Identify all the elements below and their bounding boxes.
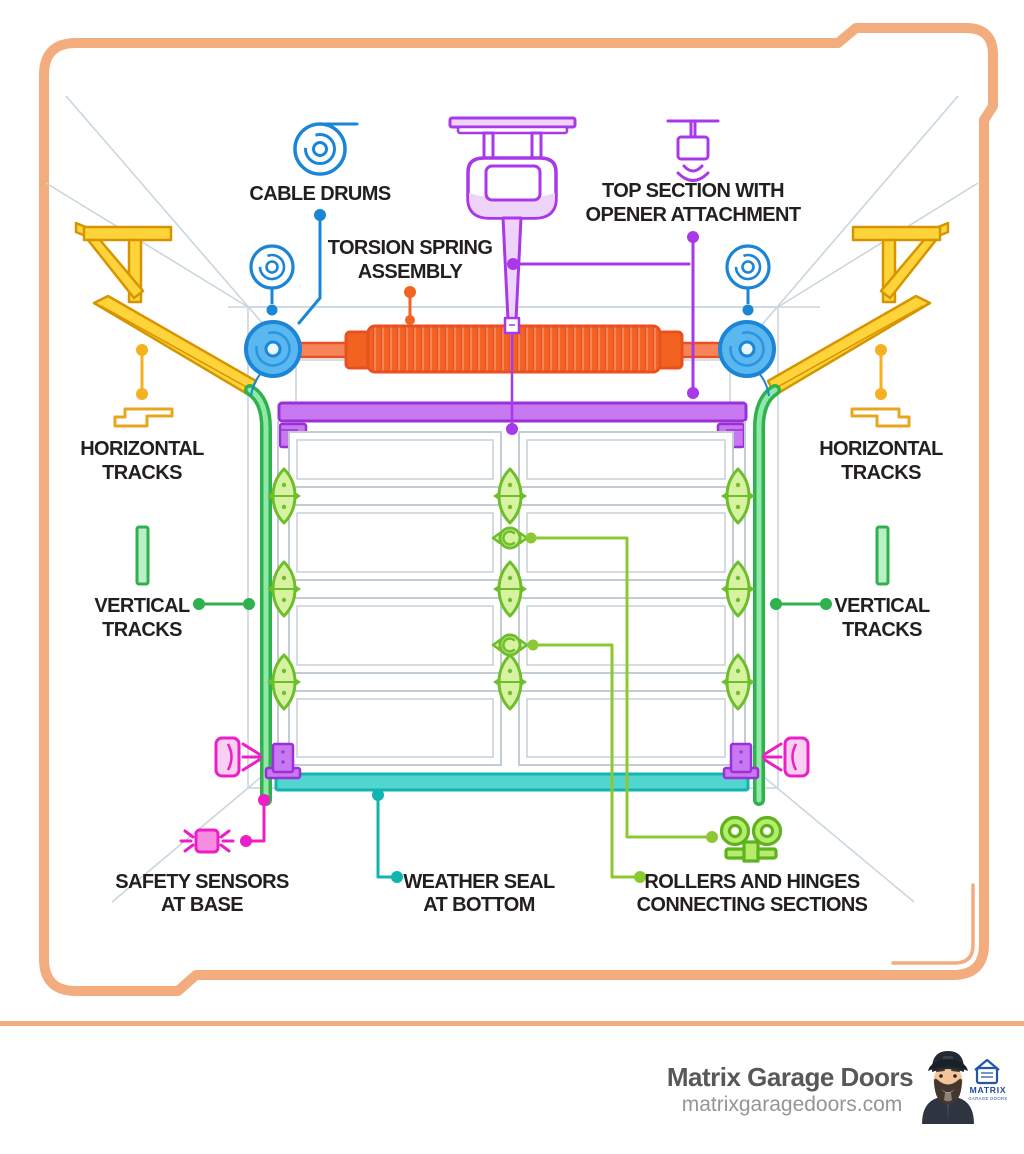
label-horizontal-tracks-right-1: HORIZONTAL [819, 438, 943, 460]
vertical-track-left [244, 384, 272, 806]
leader-lines [136, 209, 887, 883]
small-drum-icon-left [249, 244, 295, 316]
label-safety-sensors-1: SAFETY SENSORS [115, 871, 289, 893]
label-weather-seal-2: AT BOTTOM [423, 894, 535, 916]
label-horizontal-tracks-left-2: TRACKS [102, 462, 182, 484]
label-weather-seal-1: WEATHER SEAL [403, 871, 555, 893]
cable-drum-left [244, 320, 302, 397]
safety-sensor-left [214, 736, 302, 780]
label-vertical-tracks-left-2: TRACKS [102, 619, 182, 641]
horizontal-track-mini-icon-left [113, 407, 174, 428]
vertical-track-right [753, 384, 781, 806]
label-vertical-tracks-right-2: TRACKS [842, 619, 922, 641]
label-safety-sensors-2: AT BASE [161, 894, 243, 916]
rollers-hinges-icon [719, 815, 783, 863]
weather-seal-bar [274, 772, 750, 792]
vertical-track-mini-icon-left [135, 525, 150, 586]
matrix-logo: MATRIX GARAGE DOORS [968, 1058, 1007, 1101]
mascot-avatar [922, 1051, 974, 1124]
frame-border [39, 23, 998, 996]
footer-divider [0, 1021, 1024, 1026]
label-rollers-hinges-1: ROLLERS AND HINGES [644, 871, 859, 893]
decorative-frame [39, 23, 998, 996]
frame-corner-accent [891, 883, 975, 965]
footer-website: matrixgaragedoors.com [682, 1093, 903, 1116]
label-cable-drums: CABLE DRUMS [249, 183, 390, 205]
opener-mini-icon [666, 119, 720, 182]
safety-sensor-right [722, 736, 810, 780]
label-top-section-2: OPENER ATTACHMENT [586, 204, 801, 226]
footer-company-name: Matrix Garage Doors [667, 1062, 913, 1092]
logo-wordmark: MATRIX [970, 1085, 1007, 1095]
label-vertical-tracks-right-1: VERTICAL [834, 595, 930, 617]
small-drum-icon-right [725, 244, 771, 316]
label-horizontal-tracks-right-2: TRACKS [841, 462, 921, 484]
label-rollers-hinges-2: CONNECTING SECTIONS [637, 894, 868, 916]
sensor-sparkle-icon [179, 828, 235, 854]
cable-drum-right [718, 320, 776, 397]
opener-assembly [448, 116, 577, 335]
label-torsion-spring-2: ASSEMBLY [358, 261, 464, 283]
horizontal-track-right-structure [766, 221, 950, 397]
logo-tagline: GARAGE DOORS [968, 1096, 1007, 1101]
torsion-spring-assembly [271, 324, 749, 374]
label-torsion-spring-1: TORSION SPRING [328, 237, 493, 259]
vertical-track-mini-icon-right [875, 525, 890, 586]
label-horizontal-tracks-left-1: HORIZONTAL [80, 438, 204, 460]
horizontal-track-left-structure [74, 221, 258, 397]
horizontal-track-mini-icon-right [850, 407, 911, 428]
label-vertical-tracks-left-1: VERTICAL [94, 595, 190, 617]
cable-drums-icon [293, 122, 359, 176]
label-top-section-1: TOP SECTION WITH [602, 180, 784, 202]
